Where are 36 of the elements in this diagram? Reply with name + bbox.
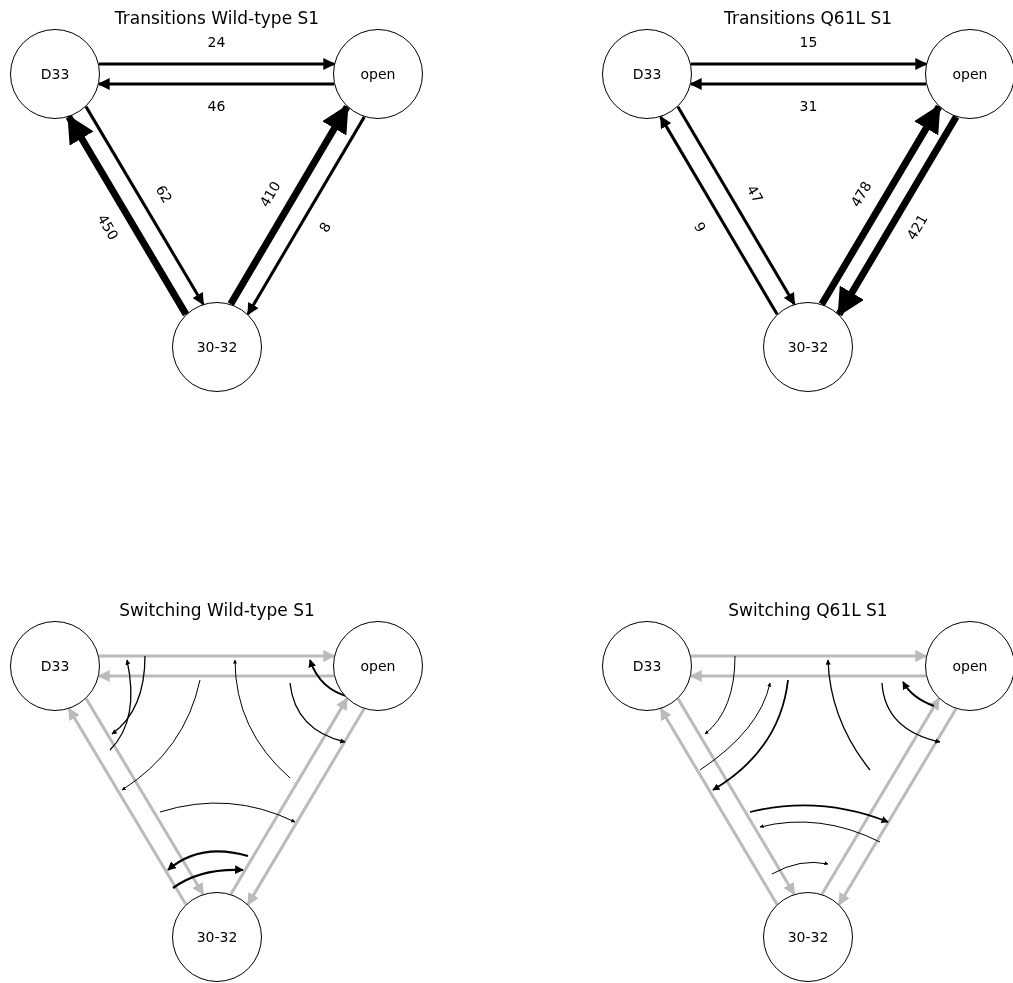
arrow	[84, 105, 205, 306]
state-label: open	[360, 656, 396, 676]
panel-title: Switching Wild-type S1	[119, 601, 315, 619]
arrow	[659, 115, 779, 316]
state-label: D33	[632, 64, 662, 84]
edge-label: 46	[206, 99, 227, 113]
arrow	[836, 115, 960, 317]
arrow	[227, 104, 351, 306]
state-label: open	[952, 64, 988, 84]
arrow	[659, 707, 779, 906]
arrow	[65, 114, 189, 317]
arrow	[676, 697, 796, 896]
state-label: D33	[40, 64, 70, 84]
arrow	[229, 697, 349, 895]
arrow	[67, 707, 188, 906]
panel-title: Switching Q61L S1	[728, 601, 888, 619]
arrow	[246, 708, 366, 906]
state-label: D33	[40, 656, 70, 676]
state-label: open	[952, 656, 988, 676]
panel-title: Transitions Q61L S1	[724, 9, 892, 27]
state-label: open	[360, 64, 396, 84]
state-label: 30-32	[787, 927, 829, 947]
arrow	[676, 105, 796, 306]
arrow	[820, 697, 941, 895]
state-label: 30-32	[196, 337, 238, 357]
arrow	[818, 104, 942, 306]
arrow	[246, 116, 366, 316]
arrow	[84, 697, 205, 896]
panel-title: Transitions Wild-type S1	[114, 9, 320, 27]
edge-label: 24	[206, 35, 227, 49]
state-label: 30-32	[787, 337, 829, 357]
edge-label: 15	[798, 35, 819, 49]
state-label: 30-32	[196, 927, 238, 947]
state-label: D33	[632, 656, 662, 676]
edge-label: 31	[798, 99, 819, 113]
arrow	[837, 708, 958, 906]
